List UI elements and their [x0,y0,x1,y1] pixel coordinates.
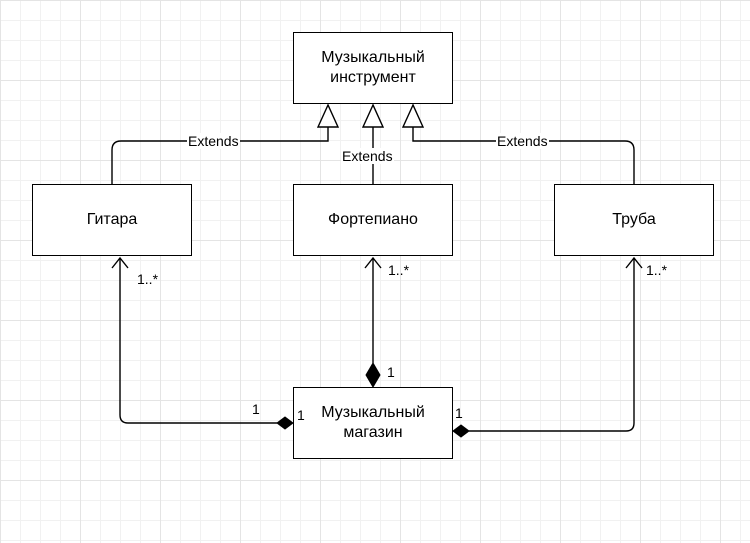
composition-edge-trumpet [469,258,635,432]
arrowhead-trumpet [625,256,643,269]
composition-diamond-piano [365,362,381,388]
multiplicity-store-trumpet: 1 [455,405,463,421]
generalization-triangle-left [316,103,340,128]
class-musical-instrument[interactable]: Музыкальный инструмент [293,32,453,104]
multiplicity-trumpet: 1..* [646,262,668,278]
multiplicity-piano: 1..* [388,262,410,278]
arrowhead-guitar [111,256,129,269]
generalization-triangle-right [401,103,425,128]
multiplicity-store-guitar: 1 [252,401,260,417]
multiplicity-store-piano: 1 [387,364,395,380]
composition-diamond-trumpet [452,424,470,438]
class-guitar[interactable]: Гитара [32,184,192,256]
arrowhead-piano [364,256,382,269]
class-trumpet[interactable]: Труба [554,184,714,256]
multiplicity-guitar: 1..* [137,271,159,287]
extends-label-guitar: Extends [187,133,240,149]
extends-label-trumpet: Extends [496,133,549,149]
multiplicity-store-extra: 1 [297,407,305,423]
generalization-triangle-center [361,103,385,128]
extends-label-piano: Extends [341,148,394,164]
class-piano[interactable]: Фортепиано [293,184,453,256]
class-music-store[interactable]: Музыкальный магазин [293,387,453,459]
composition-diamond-guitar [276,416,294,430]
extends-edge-guitar [111,127,329,184]
composition-edge-guitar [119,258,277,424]
extends-edge-trumpet [412,127,635,184]
